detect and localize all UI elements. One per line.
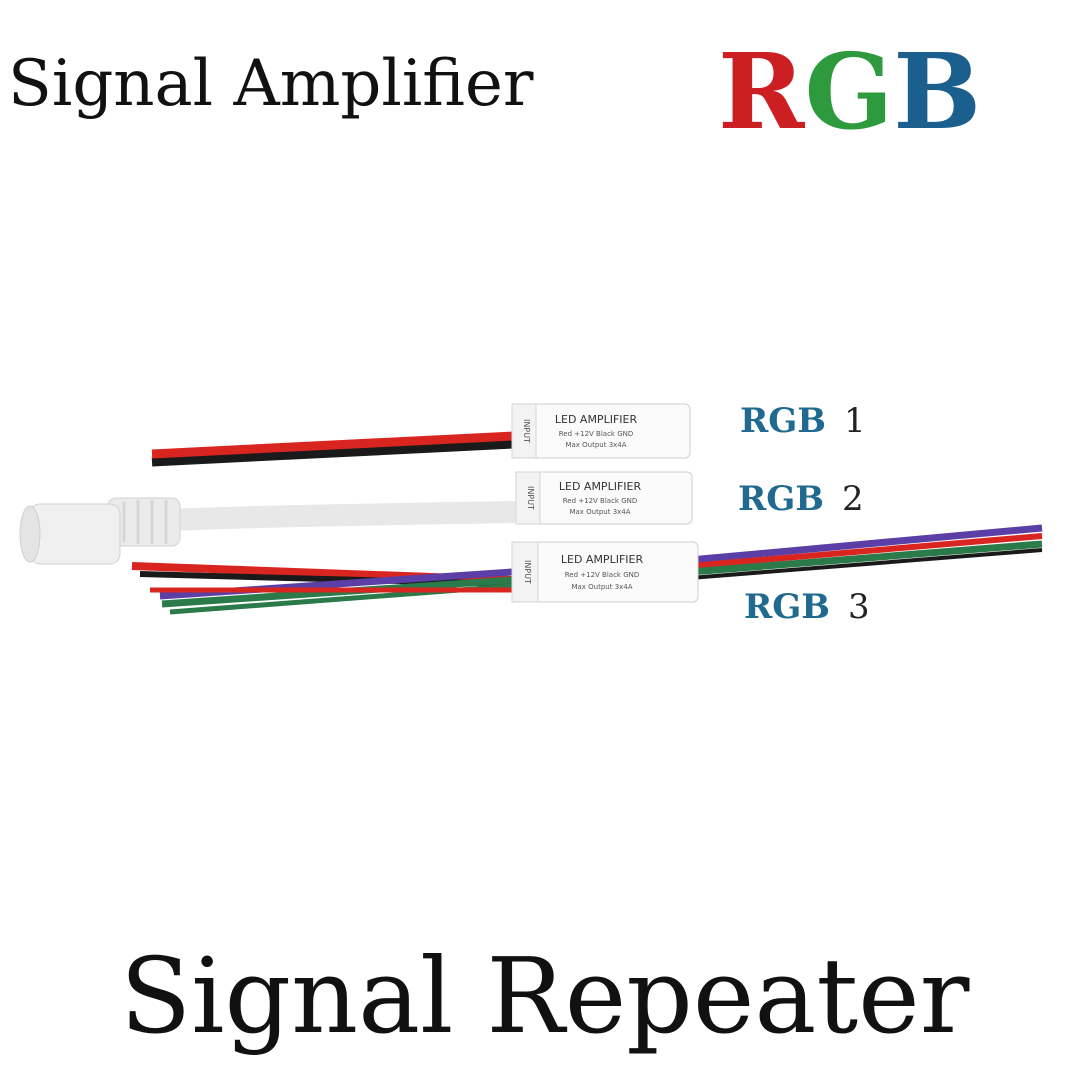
module-3-side-label: INPUT [523,560,532,584]
module-2-side-label: INPUT [526,486,535,510]
rgb-logo: RGB [718,40,981,144]
module-2-title: LED AMPLIFIER [559,480,642,493]
rgb-label-1-text: RGB [740,401,827,441]
module-1-line1: Red +12V Black GND [559,430,634,438]
rgb-label-2-text: RGB [738,479,825,519]
rgb-label-1: RGB 1 [740,404,866,438]
module-1-title: LED AMPLIFIER [555,413,638,426]
dc-connector [19,497,181,565]
amplifier-module-1: INPUT LED AMPLIFIER Red +12V Black GND M… [511,403,691,459]
rgb-label-2: RGB 2 [738,482,864,516]
title-signal-repeater: Signal Repeater [120,935,970,1057]
module-2-line1: Red +12V Black GND [563,497,638,505]
rgb-label-2-number: 2 [842,479,864,519]
rgb-label-3-text: RGB [744,587,831,627]
dc-cable [19,497,517,565]
rgb-logo-b: B [893,30,982,153]
module-1-wires [151,431,515,467]
title-signal-amplifier: Signal Amplifier [8,47,534,121]
amplifier-module-3: INPUT LED AMPLIFIER Red +12V Black GND M… [511,541,699,603]
module-3-output-wires [689,524,1043,580]
rgb-logo-g: G [804,30,894,153]
module-3-input-wires [131,562,513,615]
module-1-side-label: INPUT [522,419,531,443]
rgb-logo-r: R [718,30,805,153]
module-3-line1: Red +12V Black GND [565,571,640,579]
module-1-line2: Max Output 3x4A [565,441,626,449]
rgb-label-3: RGB 3 [744,590,870,624]
module-3-line2: Max Output 3x4A [571,583,632,591]
rgb-label-1-number: 1 [844,401,866,441]
amplifier-module-2: INPUT LED AMPLIFIER Red +12V Black GND M… [515,471,693,525]
module-2-line2: Max Output 3x4A [569,508,630,516]
rgb-label-3-number: 3 [848,587,870,627]
module-3-title: LED AMPLIFIER [561,553,644,566]
